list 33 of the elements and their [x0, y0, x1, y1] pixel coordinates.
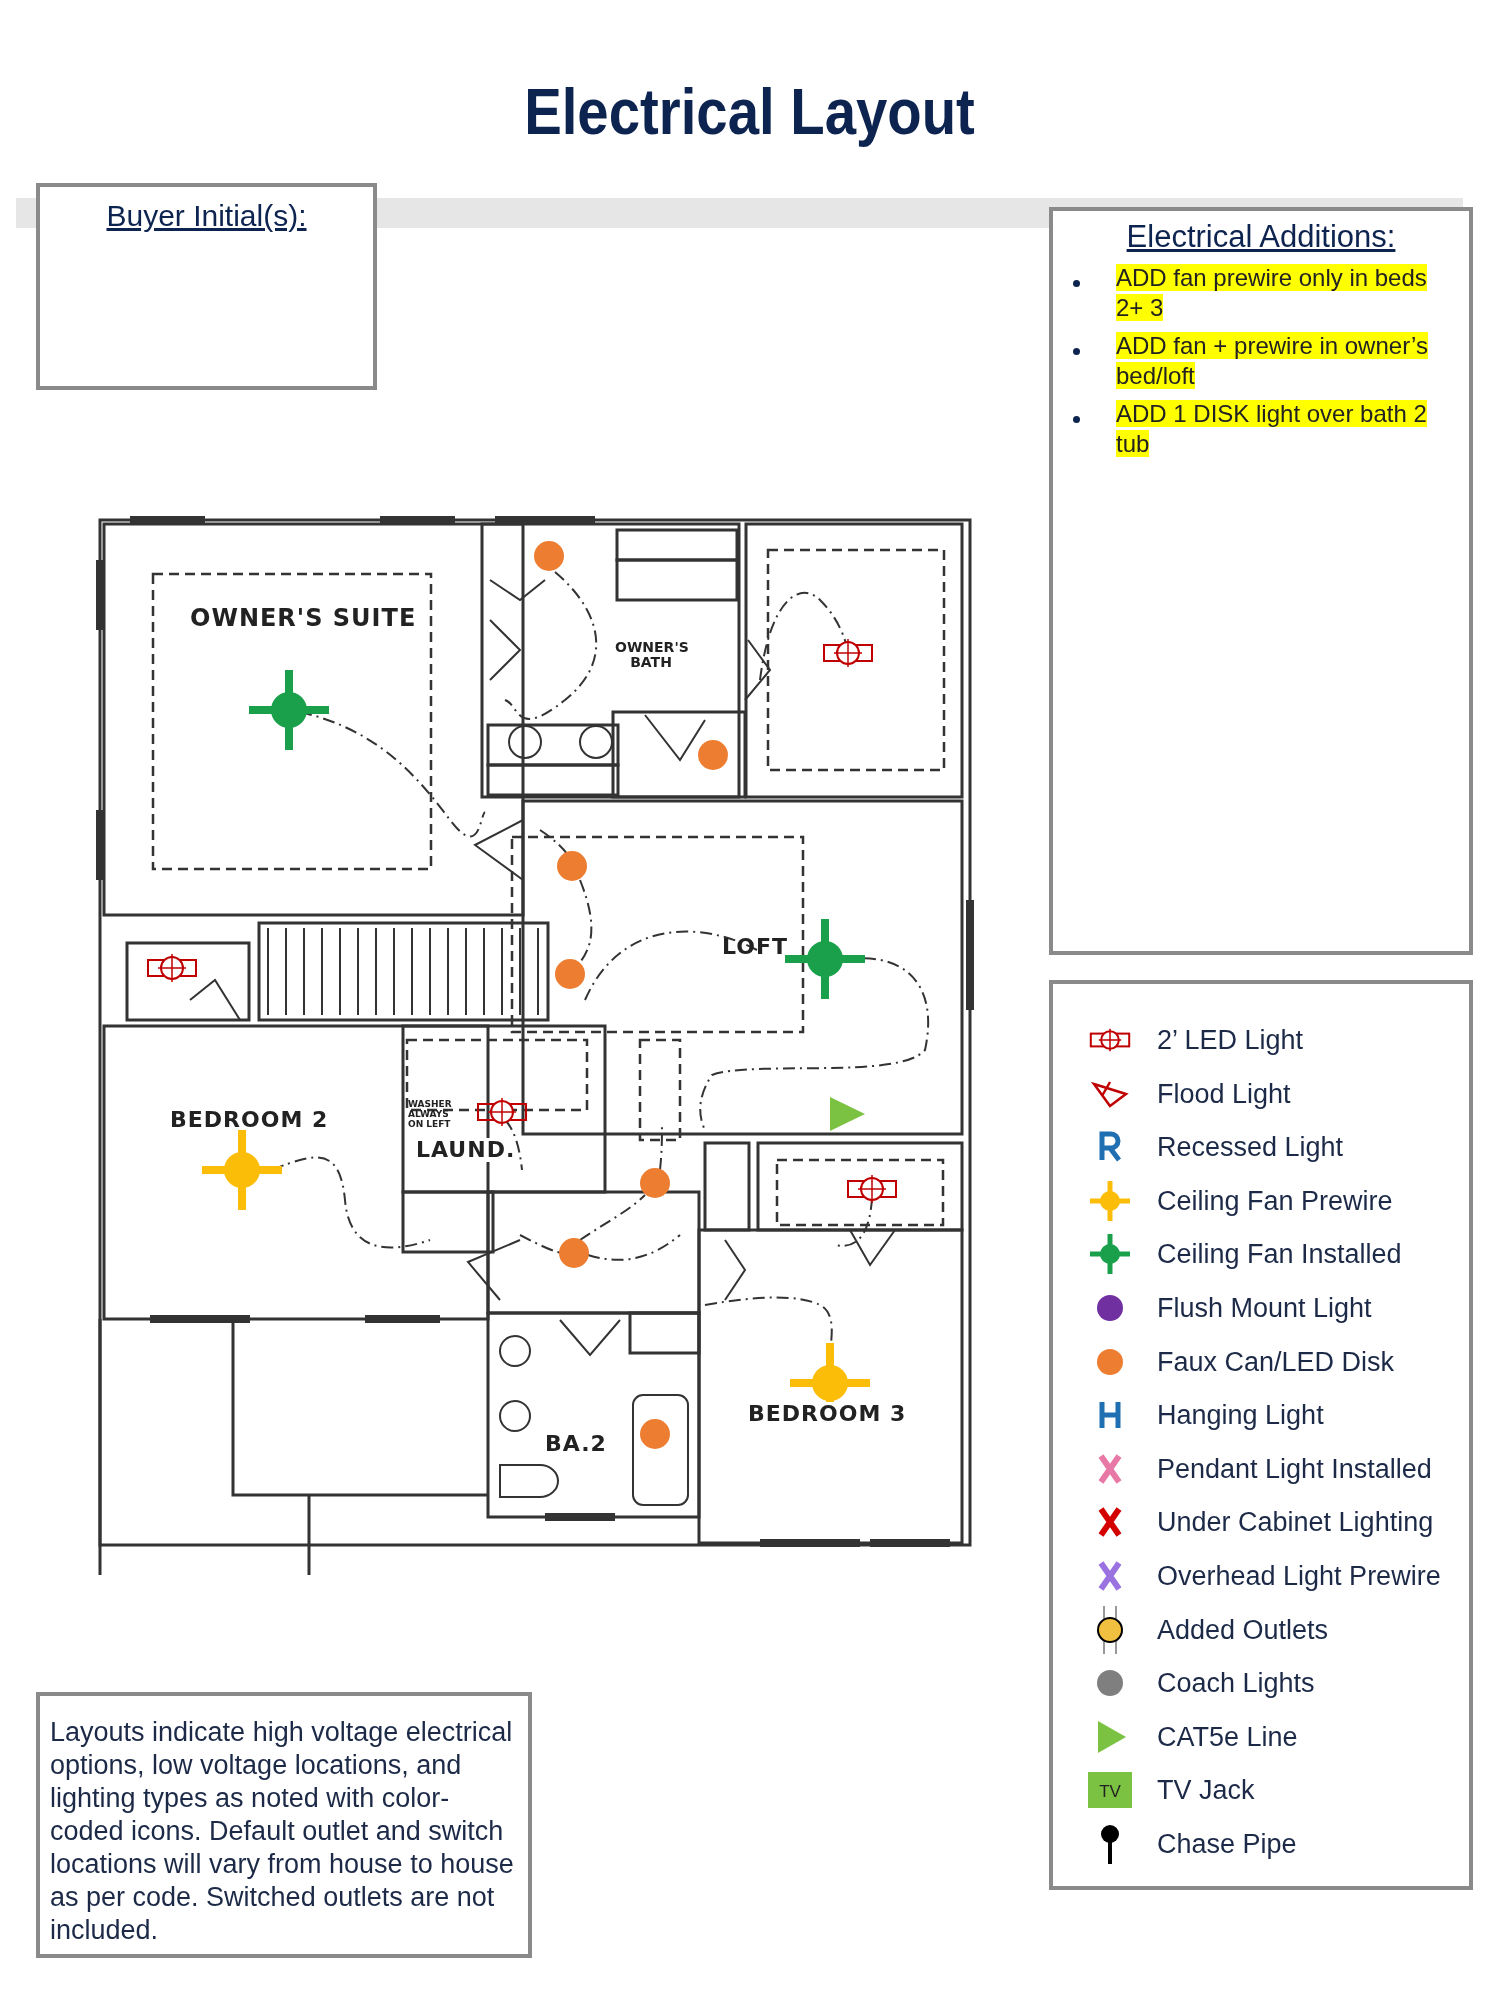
- legend-text: Overhead Light Prewire: [1157, 1560, 1441, 1593]
- note-text: Layouts indicate high voltage electrical options, low voltage locations, and lighting types as noted with color-coded icons. Default outlet and switch locations will vary from house to house as per code. Switched outlets are not included.: [50, 1716, 515, 1947]
- note-panel: [36, 1692, 532, 1958]
- room-label: BA.2: [545, 1432, 607, 1457]
- legend-text: Chase Pipe: [1157, 1828, 1297, 1861]
- section-heading: Buyer Initial(s):: [106, 199, 307, 232]
- legend-text: Flood Light: [1157, 1077, 1291, 1111]
- room-label: LOFT: [722, 935, 788, 960]
- legend-text: Under Cabinet Lighting: [1157, 1506, 1434, 1540]
- room-label: OWNER'S SUITE: [190, 605, 417, 632]
- room-label: LAUND.: [416, 1138, 516, 1163]
- page-title: Electrical Layout: [523, 75, 976, 149]
- legend-text: Pendant Light Installed: [1157, 1452, 1432, 1486]
- legend-text: CAT5e Line: [1157, 1720, 1298, 1754]
- highlighted-text: ADD fan prewire only in beds 2+ 3: [1116, 263, 1428, 323]
- legend-text: Recessed Light: [1157, 1131, 1344, 1165]
- legend-text: Faux Can/LED Disk: [1157, 1345, 1395, 1379]
- room-label: BEDROOM 2: [170, 1108, 329, 1133]
- additions-panel: [1049, 207, 1473, 955]
- legend-text: Coach Lights: [1157, 1667, 1315, 1701]
- legend-text: Ceiling Fan Prewire: [1157, 1184, 1393, 1218]
- section-heading: Electrical Additions:: [1126, 219, 1396, 254]
- legend-text: TV Jack: [1157, 1774, 1255, 1808]
- room-label: WASHER ALWAYS ON LEFT: [408, 1100, 453, 1130]
- legend-text: Added Outlets: [1157, 1613, 1329, 1647]
- highlighted-text: ADD 1 DISK light over bath 2 tub: [1116, 399, 1428, 459]
- legend-text: Ceiling Fan Installed: [1157, 1238, 1402, 1272]
- room-label: OWNER'S BATH: [615, 640, 687, 671]
- initials-box: [36, 183, 377, 390]
- legend-text: 2’ LED Light: [1157, 1024, 1304, 1057]
- legend-text: Hanging Light: [1157, 1399, 1324, 1433]
- highlighted-text: ADD fan + prewire in owner’s bed/loft: [1116, 331, 1429, 391]
- legend-text: Flush Mount Light: [1157, 1292, 1372, 1325]
